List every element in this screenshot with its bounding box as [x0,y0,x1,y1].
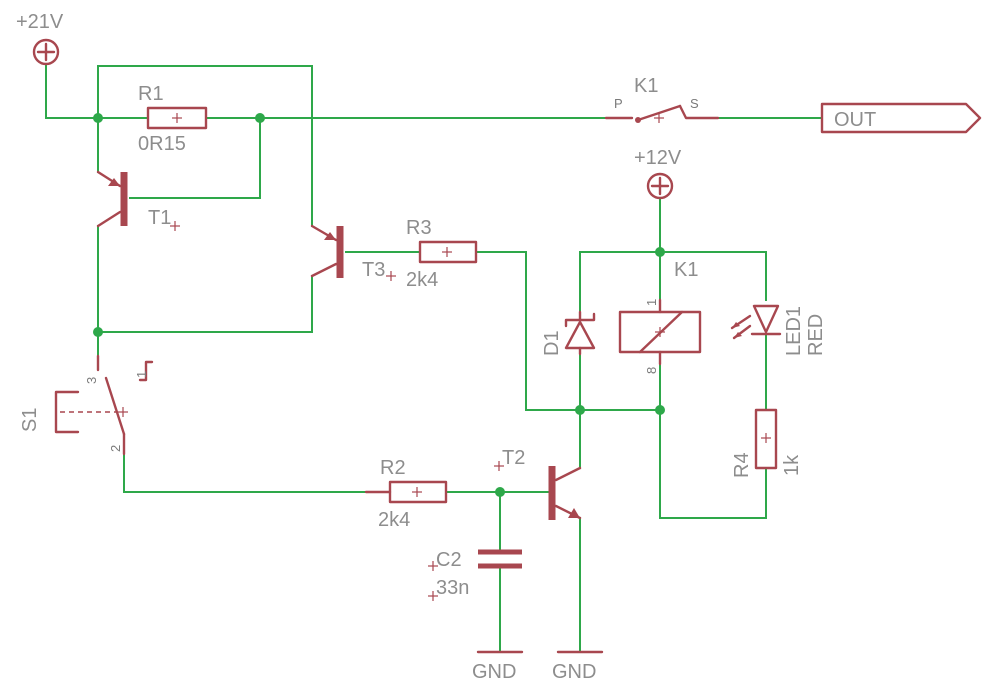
switch-arm-icon [104,376,126,436]
t1-name: T1 [148,207,171,229]
transistor-collector-icon [96,210,122,228]
transistor-collector-icon [554,466,582,482]
resistor-body-icon [146,106,208,130]
junction-dot [495,487,505,497]
wire-r3-node [475,251,661,411]
r3-name: R3 [406,217,432,239]
transistor-t1[interactable]: T1 [96,170,180,231]
contact-pivot-icon [635,117,641,123]
capacitor-c2[interactable]: C2 33n [428,549,522,601]
s1-pin-3: 3 [84,377,99,384]
c2-value: 33n [436,577,469,599]
switch-contact-icon [138,360,154,382]
switch-actuator-icon [54,390,80,434]
junction-dot [655,405,665,415]
contact-lead-icon [678,104,720,120]
resistor-r2[interactable]: R2 2k4 [364,457,448,531]
transistor-t3[interactable]: T3 [310,224,396,281]
wire-t3-emitter [97,275,313,333]
resistor-body-icon [418,240,478,264]
k1-pin-1: 1 [644,299,659,306]
arrow-icon [108,178,120,186]
output-label: OUT [834,109,876,131]
transistor-t2[interactable]: T2 [494,447,582,520]
output-arrow-icon [820,102,982,134]
supply-21v-label: +21V [16,11,64,33]
diode-d1[interactable]: D1 [541,310,596,356]
resistor-r4[interactable]: R4 1k [731,408,803,478]
arrow-icon [568,508,580,518]
supply-12v[interactable]: +12V [634,147,682,200]
junction-dot [655,247,665,257]
s1-pin-2: 2 [108,445,123,452]
relay-contact-k1[interactable]: K1 P S [604,75,720,123]
s1-pin-1: 1 [134,371,149,378]
wire-21v-to-r1 [45,65,149,119]
led1-name: LED1 [783,306,805,356]
junction-dot [255,113,265,123]
junction-dot [93,327,103,337]
r2-name: R2 [380,457,406,479]
k1-coil-name: K1 [674,259,698,281]
resistor-body-icon [754,408,778,470]
ground-2-label: GND [552,661,596,683]
supply-21v[interactable]: +21V [16,11,64,66]
r1-value: 0R15 [138,133,186,155]
wire-d1-top [579,251,661,313]
wire-coil-r4 [659,363,767,519]
transistor-collector-icon [310,262,338,278]
arrow-icon [324,232,336,240]
t3-name: T3 [362,259,385,281]
switch-s1[interactable]: S1 3 1 2 [19,354,154,456]
junction-dot [575,405,585,415]
arrow-icon [734,332,742,338]
wire-s1-to-r2 [123,453,367,493]
k1-contact-name: K1 [634,75,658,97]
c2-name: C2 [436,549,462,571]
r4-value: 1k [781,454,803,476]
r1-name: R1 [138,83,164,105]
relay-coil-k1[interactable]: K1 1 8 [618,259,702,374]
k1-pin-8: 8 [644,367,659,374]
k1-pin-p: P [614,96,623,111]
r3-value: 2k4 [406,269,438,291]
s1-name: S1 [19,408,41,432]
led1-value: RED [805,314,827,356]
wires [45,65,823,653]
wire-led-top [659,251,767,301]
wire-top-loop [97,65,313,227]
supply-symbol-icon [32,38,60,66]
resistor-r1[interactable]: R1 0R15 [138,83,208,155]
ground-1-label: GND [472,661,516,683]
diode-triangle-icon [564,320,596,350]
r2-value: 2k4 [378,509,410,531]
supply-symbol-icon [646,172,674,200]
d1-name: D1 [541,330,563,356]
led-triangle-icon [752,304,780,334]
arrow-icon [732,322,740,328]
junction-dot [93,113,103,123]
supply-12v-label: +12V [634,147,682,169]
r4-name: R4 [731,452,753,478]
wire-t1-base [129,117,261,199]
led-led1[interactable]: LED1 RED [730,304,827,356]
k1-pin-s: S [690,96,699,111]
ground-1[interactable]: GND [472,650,524,683]
resistor-r3[interactable]: R3 2k4 [406,217,478,291]
output-port[interactable]: OUT [820,102,982,134]
ground-2[interactable]: GND [552,650,604,683]
junctions [93,113,665,497]
t2-name: T2 [502,447,525,469]
